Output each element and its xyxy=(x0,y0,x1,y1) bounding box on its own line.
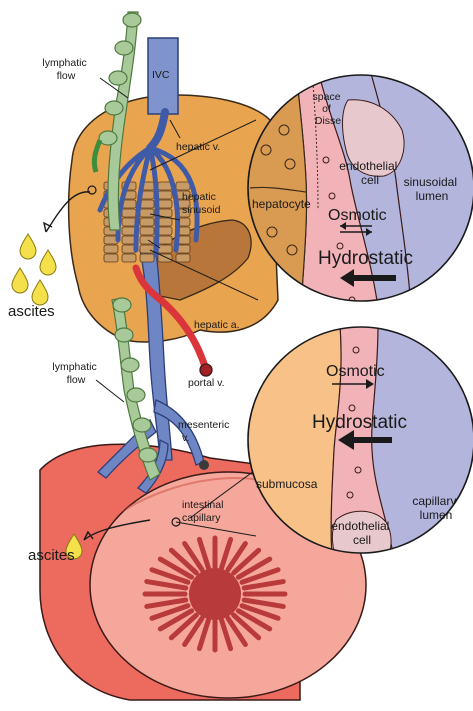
lymph-node xyxy=(139,448,157,462)
submucosa-label: submucosa xyxy=(256,477,318,491)
lymph-node xyxy=(99,131,117,145)
lymphatic-flow-label-top: lymphatic flow xyxy=(42,57,89,82)
mesenteric-v-label: mesenteric v. xyxy=(178,419,232,444)
intestinal-capillary-label: intestinal capillary xyxy=(182,499,226,524)
osmotic-label-gut: Osmotic xyxy=(326,363,385,380)
hydrostatic-label-liver: Hydrostatic xyxy=(318,248,413,269)
lymph-node xyxy=(121,358,139,372)
lymph-node xyxy=(115,328,133,342)
portal-v-label: portal v. xyxy=(188,377,225,389)
intestinal-lumen xyxy=(189,568,241,620)
ivc-label: IVC xyxy=(152,69,170,81)
osmotic-label-liver: Osmotic xyxy=(328,207,387,224)
lymph-node xyxy=(109,71,127,85)
lymphatic-flow-label-mid: lymphatic flow xyxy=(52,361,99,386)
mesenteric-v-end xyxy=(199,460,209,470)
hydrostatic-label-gut: Hydrostatic xyxy=(312,412,407,433)
lymph-node xyxy=(113,298,131,312)
hepatic-a-label: hepatic a. xyxy=(194,319,240,331)
lymph-node xyxy=(127,388,145,402)
sinusoid-band xyxy=(158,182,172,262)
lymph-node xyxy=(123,13,141,27)
ascites-label-top: ascites xyxy=(8,303,55,320)
hepatocyte-label: hepatocyte xyxy=(252,197,311,211)
lymph-node xyxy=(133,418,151,432)
lymph-node xyxy=(105,101,123,115)
lymph-node xyxy=(115,41,133,55)
hepatic-artery-end xyxy=(200,364,212,376)
capillary-lumen-label: capillary lumen xyxy=(412,494,459,522)
hepatic-v-label: hepatic v. xyxy=(176,141,220,153)
hepatic-sinusoid-label: hepatic sinusoid xyxy=(182,191,221,216)
ascites-drops-top xyxy=(12,234,56,305)
ascites-label-bottom: ascites xyxy=(28,547,75,564)
